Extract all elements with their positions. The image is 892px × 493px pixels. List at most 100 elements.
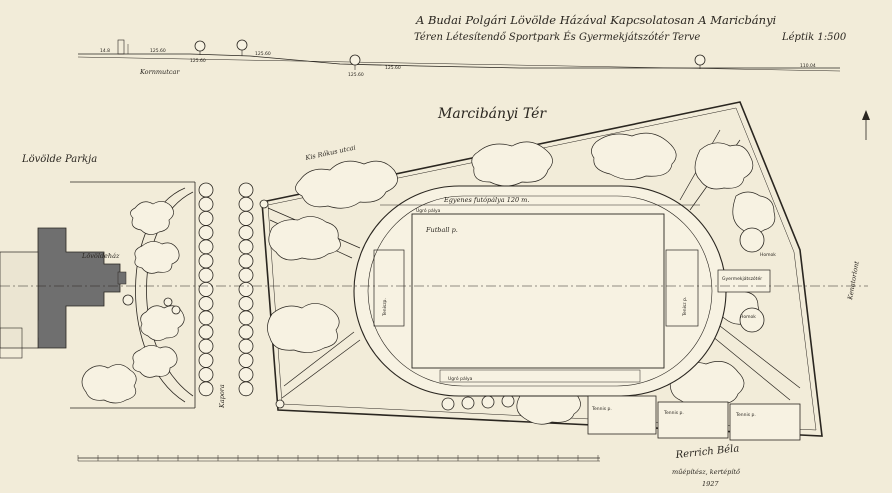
square-name: Marcibányi Tér: [437, 106, 547, 122]
avenue-tree: [238, 267, 254, 283]
plan-subtitle: Téren Létesítendő Sportpark És Gyermekjá…: [414, 31, 700, 43]
court-left: [373, 249, 405, 327]
profile-street-label: Kornmutcar: [139, 68, 180, 76]
signature-name: Rerrich Béla: [674, 443, 740, 461]
profile-tree: [694, 54, 706, 69]
profile-tree: [349, 54, 361, 70]
avenue-tree: [238, 352, 254, 368]
tree: [163, 297, 173, 307]
shrub: [81, 364, 137, 404]
tree: [171, 305, 181, 315]
field-bottom-label: Ugró pálya: [448, 375, 473, 382]
avenue-tree: [238, 338, 254, 354]
avenue-tree: [238, 239, 254, 255]
avenue-tree: [198, 310, 214, 326]
avenue-tree: [198, 324, 214, 340]
north-arrow-icon: [862, 110, 870, 140]
avenue-tree: [238, 310, 254, 326]
avenue-tree: [238, 324, 254, 340]
tennis-court: [729, 403, 801, 441]
shrub-mass: [267, 303, 340, 353]
tree-avenue: [198, 182, 254, 397]
kiosk-label: Homok: [740, 314, 756, 320]
shrub-mass: [732, 191, 776, 234]
plan-title: A Budai Polgári Lövölde Házával Kapcsola…: [415, 13, 777, 27]
elevation-label: 125.60: [150, 48, 166, 54]
shrub: [130, 201, 174, 235]
profile-tree: [236, 39, 248, 56]
avenue-tree: [238, 296, 254, 312]
signature-role: műépítész, kertépítő: [672, 467, 741, 476]
track-label: Egyenes futópálya 120 m.: [443, 196, 529, 204]
avenue-tree: [198, 338, 214, 354]
avenue-tree: [198, 196, 214, 212]
elevation-label: 110.04: [800, 63, 816, 69]
park-name: Lövölde Parkja: [21, 154, 97, 165]
avenue-tree: [198, 296, 214, 312]
avenue-tree: [198, 225, 214, 241]
signature-year: 1927: [702, 480, 719, 488]
field-outer-label: Ugró pálya: [416, 207, 441, 214]
avenue-tree: [198, 352, 214, 368]
avenue-tree: [238, 381, 254, 397]
shrub-mass: [669, 361, 745, 407]
field-inner-label: Futball p.: [425, 226, 458, 234]
profile-post: [117, 39, 125, 55]
elevation-label: 125.60: [348, 72, 364, 78]
avenue-tree: [238, 182, 254, 198]
tennis-label: Tennis p.: [663, 410, 684, 416]
avenue-tree: [238, 225, 254, 241]
court-right: [665, 249, 699, 327]
tennis-label: Tennis p.: [735, 412, 756, 418]
avenue-tree: [238, 210, 254, 226]
avenue-tree: [238, 281, 254, 297]
football-field: [411, 213, 665, 369]
avenue-tree: [198, 367, 214, 383]
avenue-tree: [238, 367, 254, 383]
tennis-court: [587, 395, 657, 435]
avenue-tree: [198, 381, 214, 397]
shrub: [132, 345, 178, 378]
elevation-label: 125.60: [190, 58, 206, 64]
court-right-label: Tenisz p.: [682, 297, 688, 317]
shrub: [134, 241, 180, 274]
shrub: [140, 305, 185, 341]
avenue-tree: [198, 239, 214, 255]
avenue-tree: [198, 253, 214, 269]
kiosk-label: Homok: [760, 252, 776, 258]
plan-scale: Léptik 1:500: [781, 32, 847, 43]
avenue-tree: [198, 182, 214, 198]
elevation-label: 125.60: [385, 65, 401, 71]
street-top-label: Kis Rókus utcai: [304, 144, 357, 163]
avenue-tree: [238, 253, 254, 269]
building-label: Lövöldeház: [81, 252, 120, 260]
elevation-profile: 14.8 125.60 125.60 125.60 125.60 125.60 …: [77, 39, 841, 78]
shrub-mass: [694, 142, 754, 190]
tree: [122, 294, 134, 306]
avenue-tree: [238, 196, 254, 212]
elevation-label: 125.60: [255, 51, 271, 57]
avenue-tree: [198, 210, 214, 226]
sand-pit: [739, 227, 765, 253]
promenade-label: Kapora: [218, 384, 226, 409]
playground-label: Gyermekjátszótér: [722, 275, 762, 282]
avenue-tree: [198, 281, 214, 297]
scale-bar: [77, 455, 600, 462]
tennis-court: [657, 401, 729, 439]
shrub-mass: [268, 216, 341, 261]
avenue-tree: [198, 267, 214, 283]
tree-row: [441, 394, 515, 411]
shrub-mass: [295, 160, 398, 209]
sand-pit: [739, 307, 765, 333]
shrub-mass: [591, 132, 677, 180]
sportpark-site: Egyenes futópálya 120 m. Ugró pálya Futb…: [259, 101, 823, 441]
lovolde-building: Lövöldeház: [0, 227, 127, 359]
shrub-mass: [471, 141, 553, 187]
lovolde-park: [70, 181, 196, 409]
street-right-label: Kenatorlont: [846, 260, 861, 301]
architect-signature: Rerrich Béla műépítész, kertépítő 1927: [672, 443, 741, 488]
court-left-label: Teniszp.: [382, 298, 388, 317]
profile-tree: [194, 40, 206, 55]
playground-pavilion: [717, 269, 771, 293]
